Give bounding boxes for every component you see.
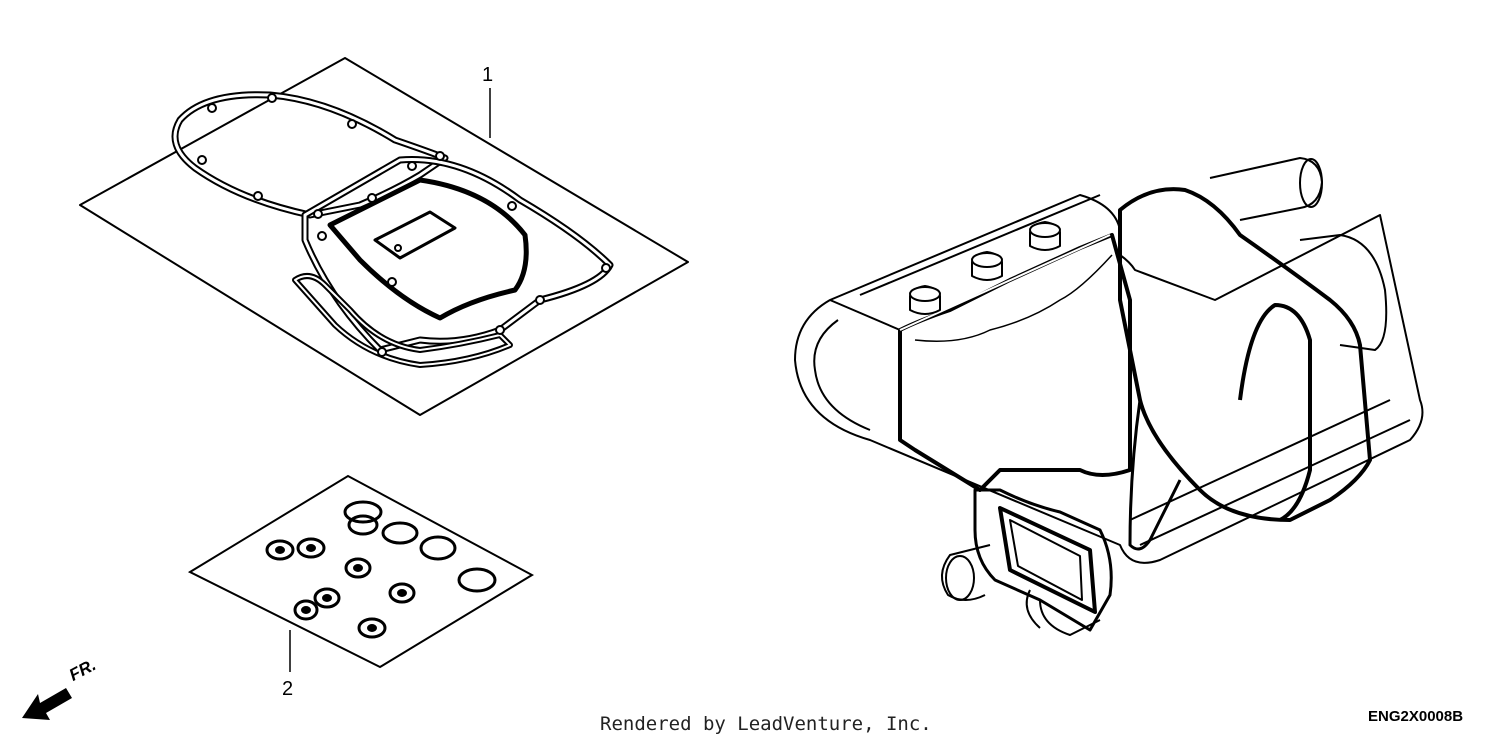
- strip-gasket: [292, 273, 513, 368]
- diagram-code: ENG2X0008B: [1368, 708, 1464, 725]
- cover-gasket: [171, 91, 449, 219]
- oil-seals: [265, 537, 416, 639]
- front-direction-arrow-icon: [22, 688, 72, 720]
- callout-label-2[interactable]: 2: [282, 678, 294, 700]
- cam-caps: [909, 221, 1061, 315]
- crankcase-body: [794, 194, 1424, 564]
- gasket-kit-a-illustration[interactable]: [79, 57, 689, 416]
- breather-tube: [1209, 157, 1323, 221]
- seal-sheet-outline: [187, 474, 535, 669]
- bolt-holes: [197, 93, 611, 357]
- o-rings: [343, 500, 497, 593]
- gasket-sheet-outline: [79, 57, 689, 416]
- cylinder-head: [898, 233, 1132, 492]
- callout-label-1[interactable]: 1: [482, 64, 494, 86]
- front-cover: [973, 488, 1113, 632]
- seal-kit-illustration[interactable]: [187, 474, 535, 672]
- inner-gasket: [327, 177, 529, 321]
- engine-illustration: [794, 157, 1424, 636]
- side-cover-gasket: [1118, 187, 1372, 522]
- plate-gasket: [373, 210, 457, 260]
- render-credit: Rendered by LeadVenture, Inc.: [600, 713, 932, 735]
